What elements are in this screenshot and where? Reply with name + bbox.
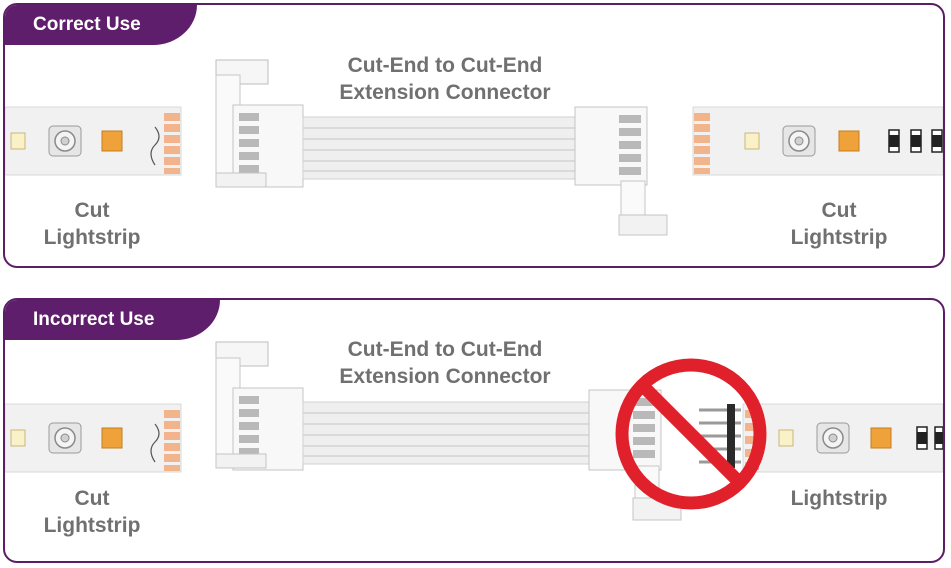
right-connector-clip	[588, 389, 682, 521]
rgb-led-icon	[48, 125, 82, 157]
connector-label-line2: Extension Connector	[339, 81, 551, 104]
left-cut-lightstrip	[5, 106, 182, 176]
left-lightstrip-label-line1: Cut	[74, 487, 110, 510]
extension-cable	[302, 401, 594, 465]
incorrect-use-panel: Incorrect Use Cut-End to Cut-End Extensi…	[3, 298, 945, 563]
right-lightstrip-label: Lightstrip	[774, 485, 904, 512]
left-lightstrip-label: Cut Lightstrip	[27, 197, 157, 251]
no-sign-icon	[615, 358, 767, 510]
correct-use-diagram	[5, 59, 943, 236]
right-connector-clip	[574, 106, 668, 236]
incorrect-use-tab: Incorrect Use	[5, 300, 220, 340]
connector-label: Cut-End to Cut-End Extension Connector	[330, 52, 560, 106]
right-lightstrip-label: Cut Lightstrip	[774, 197, 904, 251]
correct-use-panel: Correct Use Cut-End to Cut-End Extension…	[3, 3, 945, 268]
connector-label: Cut-End to Cut-End Extension Connector	[330, 336, 560, 390]
amber-led-icon	[101, 130, 123, 152]
right-lightstrip	[742, 403, 943, 473]
right-lightstrip-label-line1: Lightstrip	[790, 487, 888, 510]
left-lightstrip-label-line2: Lightstrip	[43, 226, 141, 249]
left-lightstrip-label: Cut Lightstrip	[27, 485, 157, 539]
header-pins	[699, 404, 741, 468]
right-cut-lightstrip	[692, 106, 943, 176]
right-lightstrip-label-line2: Lightstrip	[790, 226, 888, 249]
left-lightstrip-label-line2: Lightstrip	[43, 514, 141, 537]
connector-label-line2: Extension Connector	[339, 365, 551, 388]
left-lightstrip-label-line1: Cut	[74, 199, 110, 222]
resistor-icon	[888, 129, 943, 153]
connector-label-line1: Cut-End to Cut-End	[347, 54, 543, 77]
white-led-icon	[10, 132, 26, 150]
left-connector-clip	[215, 59, 304, 188]
right-lightstrip-label-line1: Cut	[821, 199, 857, 222]
connector-label-line1: Cut-End to Cut-End	[347, 338, 543, 361]
copper-pads	[164, 113, 180, 174]
left-cut-lightstrip	[5, 403, 182, 473]
correct-use-tab: Correct Use	[5, 5, 197, 45]
left-connector-clip	[215, 341, 304, 471]
extension-cable	[302, 116, 578, 180]
incorrect-use-diagram	[5, 341, 943, 521]
